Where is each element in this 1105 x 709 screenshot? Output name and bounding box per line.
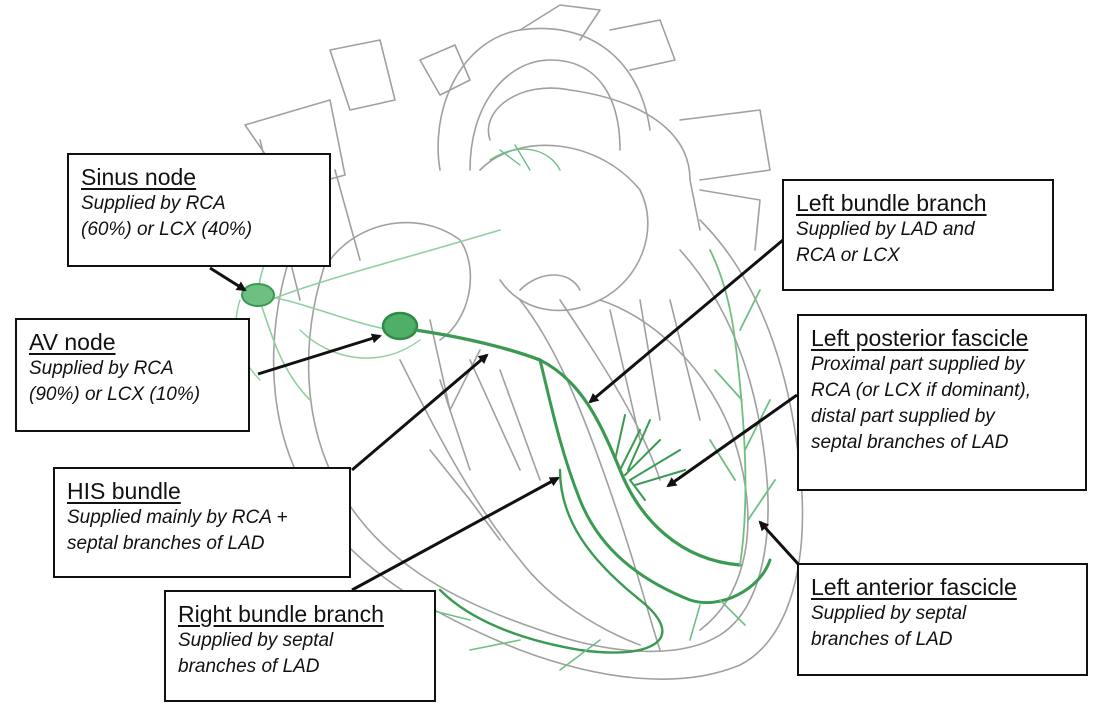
pulmonary-trunk <box>488 88 700 230</box>
av-node-title: AV node <box>29 328 238 356</box>
his-bundle-label: HIS bundle Supplied mainly by RCA + sept… <box>53 467 351 578</box>
left-bundle-branch-label: Left bundle branch Supplied by LAD and R… <box>782 179 1054 291</box>
right-bundle-branch-label: Right bundle branch Supplied by septal b… <box>164 590 436 702</box>
right-bundle-branch-description: Supplied by septal branches of LAD <box>178 628 424 680</box>
arrow-his-bundle <box>352 355 487 470</box>
left-anterior-fascicle-label: Left anterior fascicle Supplied by septa… <box>797 563 1088 676</box>
left-bundle-branch-description: Supplied by LAD and RCA or LCX <box>796 217 1042 269</box>
arrow-left-posterior-fascicle <box>668 395 797 486</box>
arrow-left-bundle-branch <box>590 240 783 402</box>
arrow-av-node <box>258 336 380 374</box>
left-posterior-fascicle-path <box>615 415 685 500</box>
left-anterior-fascicle-title: Left anterior fascicle <box>811 573 1076 601</box>
arrow-right-bundle-branch <box>352 478 558 590</box>
av-node-label: AV node Supplied by RCA (90%) or LCX (10… <box>15 318 250 432</box>
av-node-shape <box>383 313 417 339</box>
aorta-arch <box>438 28 650 170</box>
sinus-node-description: Supplied by RCA (60%) or LCX (40%) <box>81 191 319 243</box>
left-anterior-fascicle-description: Supplied by septal branches of LAD <box>811 601 1076 653</box>
sinus-node-title: Sinus node <box>81 163 319 191</box>
right-bundle-branch-title: Right bundle branch <box>178 600 424 628</box>
arrow-sinus-node <box>210 268 245 290</box>
left-posterior-fascicle-title: Left posterior fascicle <box>811 324 1075 352</box>
left-bundle-branch-title: Left bundle branch <box>796 189 1042 217</box>
sinus-node-shape <box>242 284 274 306</box>
his-bundle-title: HIS bundle <box>67 477 339 505</box>
left-posterior-fascicle-description: Proximal part supplied by RCA (or LCX if… <box>811 352 1075 456</box>
right-ventricle-wall <box>400 360 640 645</box>
left-posterior-fascicle-label: Left posterior fascicle Proximal part su… <box>797 314 1087 491</box>
his-bundle-description: Supplied mainly by RCA + septal branches… <box>67 505 339 557</box>
aortic-branches <box>520 5 600 40</box>
heart-outline <box>245 5 803 679</box>
av-node-description: Supplied by RCA (90%) or LCX (10%) <box>29 356 238 408</box>
sinus-node-label: Sinus node Supplied by RCA (60%) or LCX … <box>67 153 331 267</box>
left-atrium <box>480 145 648 310</box>
